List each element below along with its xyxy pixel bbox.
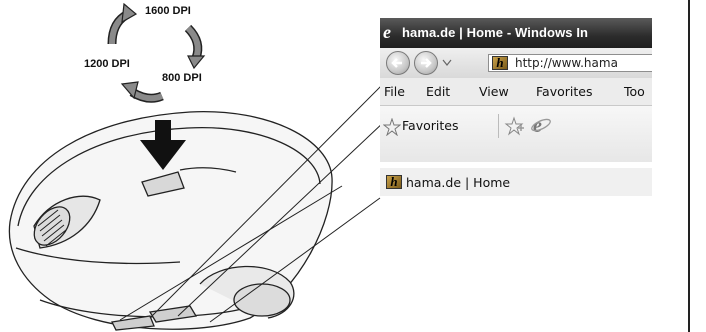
- ie-logo-icon[interactable]: e: [530, 114, 552, 136]
- menu-edit[interactable]: Edit: [426, 84, 451, 99]
- back-arrow-icon: [391, 58, 402, 68]
- toolbar-divider: [498, 114, 499, 138]
- forward-button[interactable]: [414, 51, 438, 75]
- press-arrow-icon: [140, 120, 186, 170]
- hama-logo-icon: h: [386, 175, 402, 189]
- add-favorite-icon[interactable]: [504, 116, 526, 136]
- menu-bar: File Edit View Favorites Too: [380, 78, 652, 106]
- menu-view[interactable]: View: [479, 84, 509, 99]
- dpi-800-label: 800 DPI: [162, 72, 202, 84]
- browser-window: e hama.de | Home - Windows In h http://w…: [380, 18, 652, 196]
- star-icon: [383, 118, 401, 136]
- mouse-drawing: [8, 111, 333, 331]
- tab-hama-home[interactable]: hama.de | Home: [406, 175, 511, 190]
- forward-arrow-icon: [421, 58, 432, 68]
- dpi-1200-label: 1200 DPI: [84, 58, 130, 70]
- menu-tools[interactable]: Too: [624, 84, 645, 99]
- tab-row: h hama.de | Home: [380, 168, 652, 196]
- menu-file[interactable]: File: [384, 84, 405, 99]
- title-bar: e hama.de | Home - Windows In: [380, 18, 652, 48]
- menu-favorites[interactable]: Favorites: [536, 84, 593, 99]
- dpi-1600-label: 1600 DPI: [145, 5, 191, 17]
- navigation-bar: h http://www.hama: [380, 48, 652, 78]
- callout-lines: [119, 71, 421, 323]
- favorites-button[interactable]: Favorites: [402, 118, 459, 133]
- back-button[interactable]: [386, 51, 410, 75]
- page-border-line: [688, 0, 690, 332]
- address-url: http://www.hama: [515, 56, 618, 70]
- svg-text:e: e: [533, 115, 542, 136]
- svg-text:e: e: [383, 23, 391, 41]
- favorites-bar: Favorites e: [380, 106, 652, 162]
- hama-logo-icon: h: [492, 56, 508, 70]
- address-bar[interactable]: h http://www.hama: [488, 54, 652, 72]
- ie-logo-icon: e: [383, 23, 391, 41]
- window-title: hama.de | Home - Windows In: [402, 25, 589, 40]
- chevron-down-icon[interactable]: [442, 59, 452, 67]
